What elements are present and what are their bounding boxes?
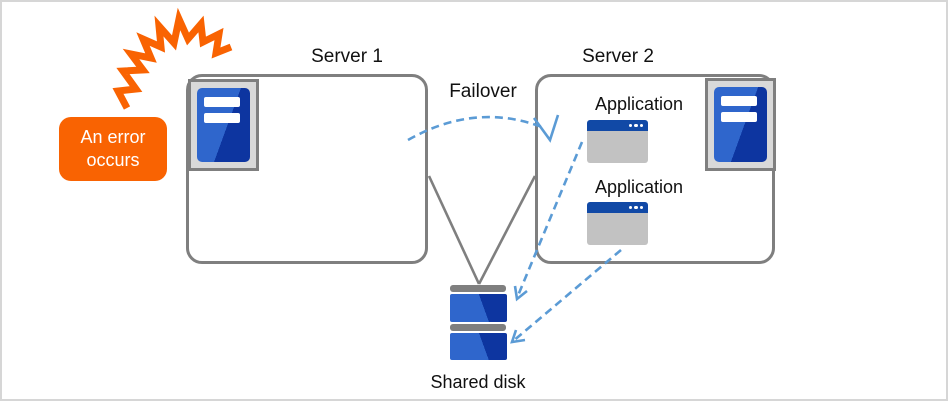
titlebar-dot-icon: [634, 205, 638, 210]
server-tower-icon: [197, 88, 250, 162]
server2-to-disk-line: [477, 175, 537, 285]
shared-disk-label: Shared disk: [430, 372, 526, 392]
app-titlebar: [587, 120, 648, 131]
server2-label: Server 2: [582, 46, 654, 67]
application2-label: Application: [594, 177, 684, 197]
disk-cap-icon: [450, 285, 506, 292]
tower-slot-icon: [204, 97, 240, 107]
failover-arrow: [407, 115, 543, 142]
titlebar-dot-icon: [628, 205, 632, 210]
app2-arrowhead-icon: [510, 329, 526, 344]
server2-computer-icon: [705, 78, 776, 171]
server1-label: Server 1: [311, 46, 383, 67]
titlebar-dot-icon: [628, 123, 632, 128]
app-window-body: [587, 213, 648, 245]
titlebar-dot-icon: [639, 205, 643, 210]
application2-window-icon: [587, 202, 648, 245]
application1-window-icon: [587, 120, 648, 163]
disk-cap-icon: [450, 324, 506, 331]
error-callout: An error occurs: [59, 117, 167, 181]
app-window-body: [587, 131, 648, 163]
failover-label: Failover: [449, 81, 517, 102]
titlebar-dot-icon: [639, 123, 643, 128]
server1-computer-icon: [188, 79, 259, 171]
tower-slot-icon: [721, 96, 757, 106]
tower-slot-icon: [204, 113, 240, 123]
tower-slot-icon: [721, 112, 757, 122]
app-titlebar: [587, 202, 648, 213]
server1-to-disk-line: [427, 175, 481, 285]
disk-platter-icon: [450, 294, 507, 322]
disk-platter-icon: [450, 333, 507, 360]
application1-label: Application: [594, 94, 684, 114]
titlebar-dot-icon: [634, 123, 638, 128]
app1-arrowhead-icon: [513, 285, 528, 302]
server-tower-icon: [714, 87, 767, 162]
